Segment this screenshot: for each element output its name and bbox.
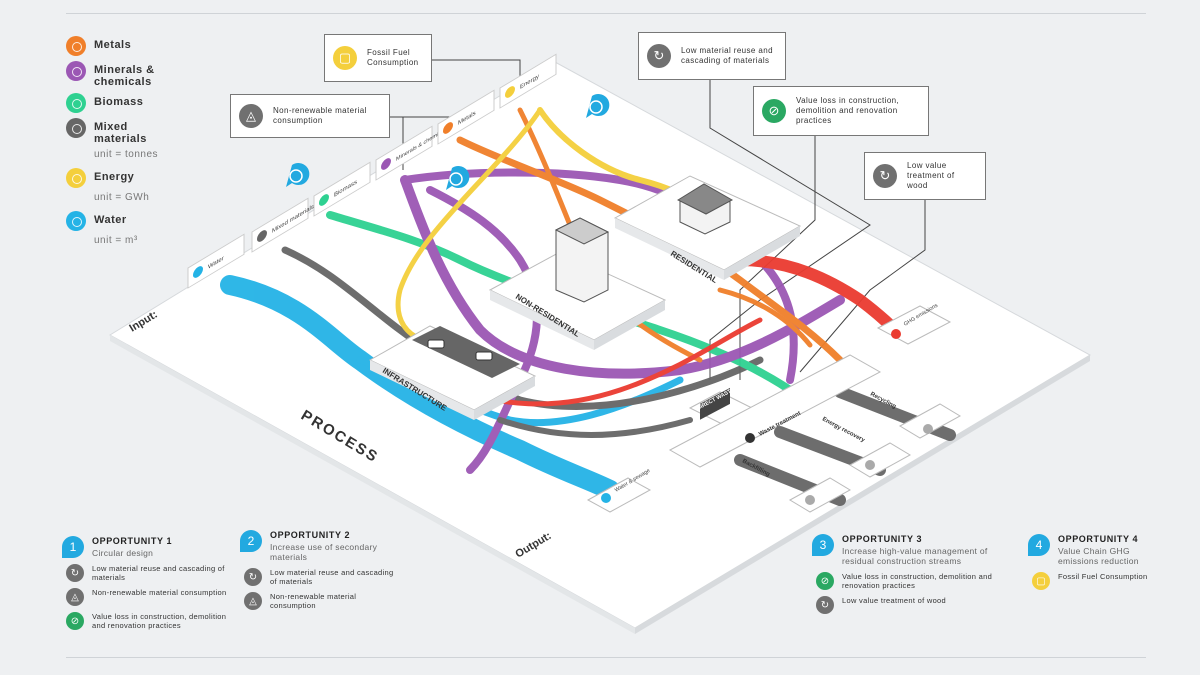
legend-item-energy: Energy <box>66 168 226 188</box>
opportunity-1-badge-diagram <box>286 163 310 187</box>
road-icon <box>412 326 520 378</box>
recycle-icon: ↻ <box>66 564 84 582</box>
opportunity-2-badge-diagram <box>446 166 470 190</box>
nonrenewable-icon: ◬ <box>66 588 84 606</box>
platform-edge-right <box>635 355 1090 634</box>
recycle-icon: ↻ <box>647 44 671 68</box>
flow-water <box>220 275 620 500</box>
nonrenewable-icon: ◬ <box>244 592 262 610</box>
opportunity-2-item: ↻Low material reuse and cascading of mat… <box>244 568 400 586</box>
water-icon <box>66 211 86 231</box>
input-metals-box: Metals <box>437 89 495 145</box>
biomass-icon <box>66 93 86 113</box>
wood-icon: ↻ <box>873 164 897 188</box>
opportunity-1-item: ◬Non-renewable material consumption <box>66 588 232 606</box>
value-loss-icon: ⊘ <box>816 572 834 590</box>
callout-low-value-wood: ↻ Low value treatment of wood <box>864 152 986 200</box>
car-icon <box>427 339 445 349</box>
opportunity-3-item: ⊘Value loss in construction, demolition … <box>816 572 1012 590</box>
legend-item-minerals: Minerals & chemicals <box>66 61 226 88</box>
fuel-icon: ▢ <box>333 46 357 70</box>
opportunity-4-badge: 4 <box>1028 534 1050 556</box>
connector-valueloss <box>739 135 816 380</box>
opportunity-4-item: ▢Fossil Fuel Consumption <box>1032 572 1158 590</box>
output-boxes: GHG emissions DIRECT WASTE Waste treatme… <box>586 303 962 513</box>
energy-icon <box>66 168 86 188</box>
opportunity-4: 4 OPPORTUNITY 4 Value Chain GHG emission… <box>1028 534 1158 590</box>
opportunity-3: 3 OPPORTUNITY 3 Increase high-value mana… <box>812 534 1012 614</box>
flow-waste-output <box>497 417 693 438</box>
connector-lowvalue <box>799 200 926 373</box>
legend: Metals Minerals & chemicals Biomass Mixe… <box>66 36 226 254</box>
legend-item-mixed: Mixed materials <box>66 118 226 145</box>
callout-nonrenewable: ◬ Non-renewable material consumption <box>230 94 390 138</box>
fuel-icon: ▢ <box>1032 572 1050 590</box>
legend-item-water: Water <box>66 211 226 231</box>
minerals-icon <box>66 61 86 81</box>
opportunity-2: 2 OPPORTUNITY 2 Increase use of secondar… <box>240 530 400 610</box>
metals-icon <box>66 36 86 56</box>
legend-item-metals: Metals <box>66 36 226 56</box>
recycle-icon: ↻ <box>244 568 262 586</box>
opportunity-1: 1 OPPORTUNITY 1 Circular design ↻Low mat… <box>62 536 232 630</box>
mixed-materials-icon <box>66 118 86 138</box>
nonrenewable-icon: ◬ <box>239 104 263 128</box>
legend-item-biomass: Biomass <box>66 93 226 113</box>
flow-minerals-1 <box>400 175 845 379</box>
opportunity-4-badge-diagram <box>586 94 610 118</box>
opportunity-3-badge: 3 <box>812 534 834 556</box>
unit-m3: unit = m³ <box>94 235 138 246</box>
bottom-divider <box>66 657 1146 658</box>
callout-fossil-fuel: ▢ Fossil Fuel Consumption <box>324 34 432 82</box>
callout-value-loss: ⊘ Value loss in construction, demolition… <box>753 86 929 136</box>
car-icon-2 <box>475 351 493 361</box>
callout-low-reuse: ↻ Low material reuse and cascading of ma… <box>638 32 786 80</box>
opportunity-1-item: ⊘Value loss in construction, demolition … <box>66 612 232 630</box>
residential-node: RESIDENTIAL <box>613 175 802 285</box>
unit-tonnes: unit = tonnes <box>94 149 159 160</box>
wood-icon: ↻ <box>816 596 834 614</box>
opportunity-3-item: ↻Low value treatment of wood <box>816 596 1012 614</box>
nonresidential-node: NON-RESIDENTIAL <box>488 217 667 350</box>
opportunity-1-badge: 1 <box>62 536 84 558</box>
flow-ghg-2 <box>717 287 813 348</box>
input-biomass-box: Biomass <box>313 161 371 217</box>
flow-ghg <box>734 254 901 336</box>
opportunity-2-badge: 2 <box>240 530 262 552</box>
value-loss-icon: ⊘ <box>66 612 84 630</box>
input-water-box: Water <box>187 233 245 289</box>
opportunity-1-item: ↻Low material reuse and cascading of mat… <box>66 564 232 582</box>
unit-gwh: unit = GWh <box>94 192 150 203</box>
platform-edge <box>110 335 635 634</box>
input-energy-box: Energy <box>499 53 557 109</box>
opportunity-2-item: ◬Non-renewable material consumption <box>244 592 400 610</box>
value-loss-icon: ⊘ <box>762 99 786 123</box>
top-divider <box>66 13 1146 14</box>
